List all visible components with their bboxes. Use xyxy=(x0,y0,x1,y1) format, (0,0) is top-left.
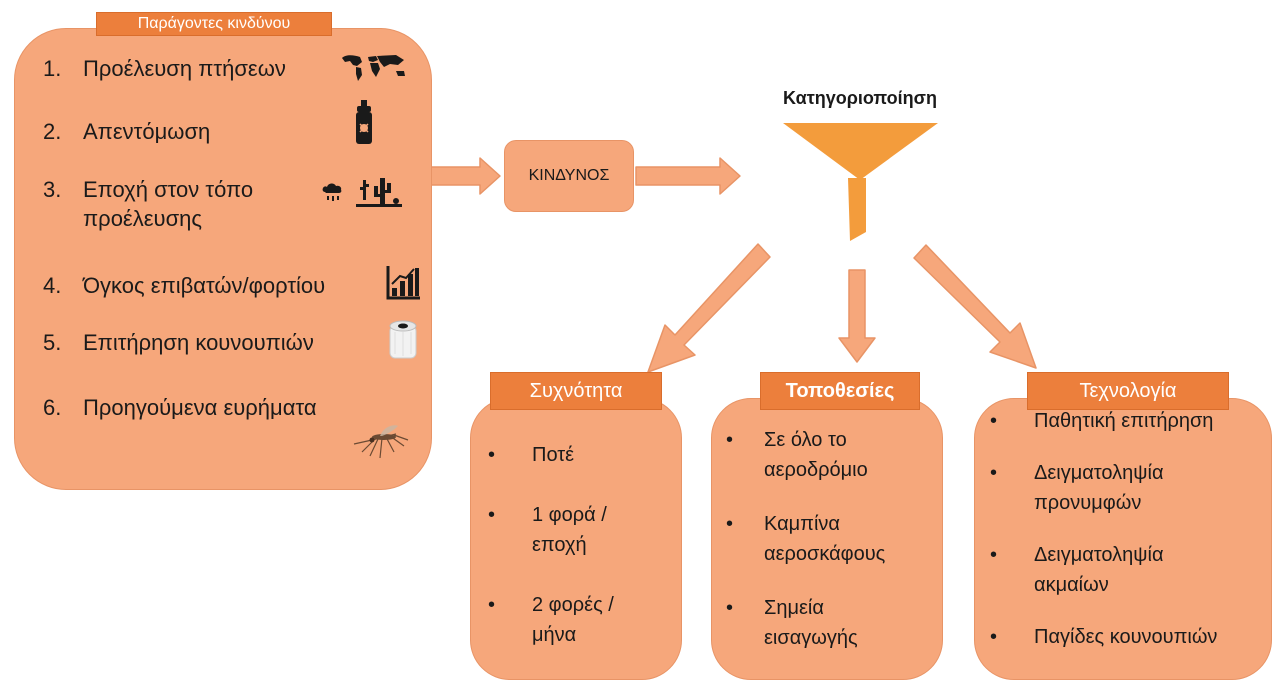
insecticide-spray-icon xyxy=(356,100,372,144)
arrow-to-frequency xyxy=(647,243,771,373)
risk-label: ΚΙΝΔΥΝΟΣ xyxy=(528,167,610,184)
arrow-risk-to-funnel xyxy=(635,157,741,195)
frequency-list: Ποτέ 1 φορά /εποχή 2 φορές /μήνα xyxy=(474,440,674,650)
frequency-item: 2 φορές /μήνα xyxy=(474,590,674,650)
funnel-icon xyxy=(783,123,938,241)
arrow-to-locations xyxy=(838,269,876,363)
frequency-label: Συχνότητα xyxy=(490,372,662,410)
technology-label: Τεχνολογία xyxy=(1027,372,1229,410)
mosquito-icon xyxy=(353,425,409,459)
world-map-icon xyxy=(342,55,405,81)
risk-item-2: 2.Απεντόμωση xyxy=(43,119,211,144)
risk-factors-label: Παράγοντες κινδύνου xyxy=(96,12,332,36)
bar-chart-icon xyxy=(386,266,420,300)
risk-item-1: 1.Προέλευση πτήσεων xyxy=(43,56,286,81)
rain-cloud-icon xyxy=(322,183,342,201)
frequency-item: Ποτέ xyxy=(474,440,674,470)
risk-item-5: 5.Επιτήρηση κουνουπιών xyxy=(43,330,314,355)
technology-list: Παθητική επιτήρηση Δειγματοληψίαπρονυμφώ… xyxy=(976,406,1272,652)
risk-box xyxy=(504,140,634,212)
frequency-item: 1 φορά /εποχή xyxy=(474,500,674,560)
risk-item-4: 4.Όγκος επιβατών/φορτίου xyxy=(43,273,326,298)
technology-item: Παγίδες κουνουπιών xyxy=(976,622,1272,652)
categorization-title: Κατηγοριοποίηση xyxy=(783,88,937,108)
locations-label: Τοποθεσίες xyxy=(760,372,920,410)
dry-cactus-icon xyxy=(356,178,402,207)
technology-item: Παθητική επιτήρηση xyxy=(976,406,1272,436)
mosquito-trap-icon xyxy=(389,320,417,359)
arrow-to-technology xyxy=(913,244,1037,369)
risk-item-6: 6.Προηγούμενα ευρήματα xyxy=(43,395,317,420)
risk-item-3: 3.Εποχή στον τόπο προέλευσης xyxy=(43,177,254,231)
